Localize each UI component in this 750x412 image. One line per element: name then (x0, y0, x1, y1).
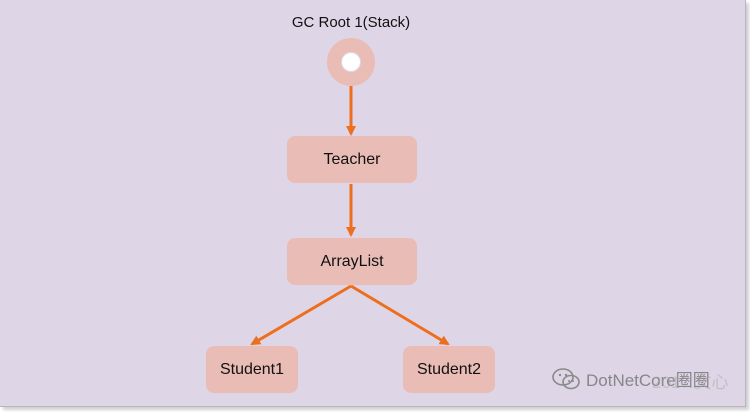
watermark-text: DotNetCore圈圈 (586, 371, 710, 390)
node-student1: Student1 (206, 346, 298, 393)
arrow-arraylist-to-student2 (350, 284, 450, 346)
watermark: DotNetCore圈圈 2017 文心 (552, 366, 729, 392)
gc-root-circle (327, 38, 375, 86)
node-arraylist: ArrayList (287, 238, 417, 285)
gc-root-center (342, 53, 360, 71)
wechat-icon (552, 367, 580, 389)
diagram-svg (250, 38, 450, 346)
arrow-arraylist-to-student1 (250, 284, 352, 346)
node-student2: Student2 (403, 346, 495, 393)
watermark-faint-text: 2017 文心 (652, 373, 729, 392)
gc-root-label: GC Root 1(Stack) (291, 14, 411, 31)
node-teacher: Teacher (287, 136, 417, 183)
